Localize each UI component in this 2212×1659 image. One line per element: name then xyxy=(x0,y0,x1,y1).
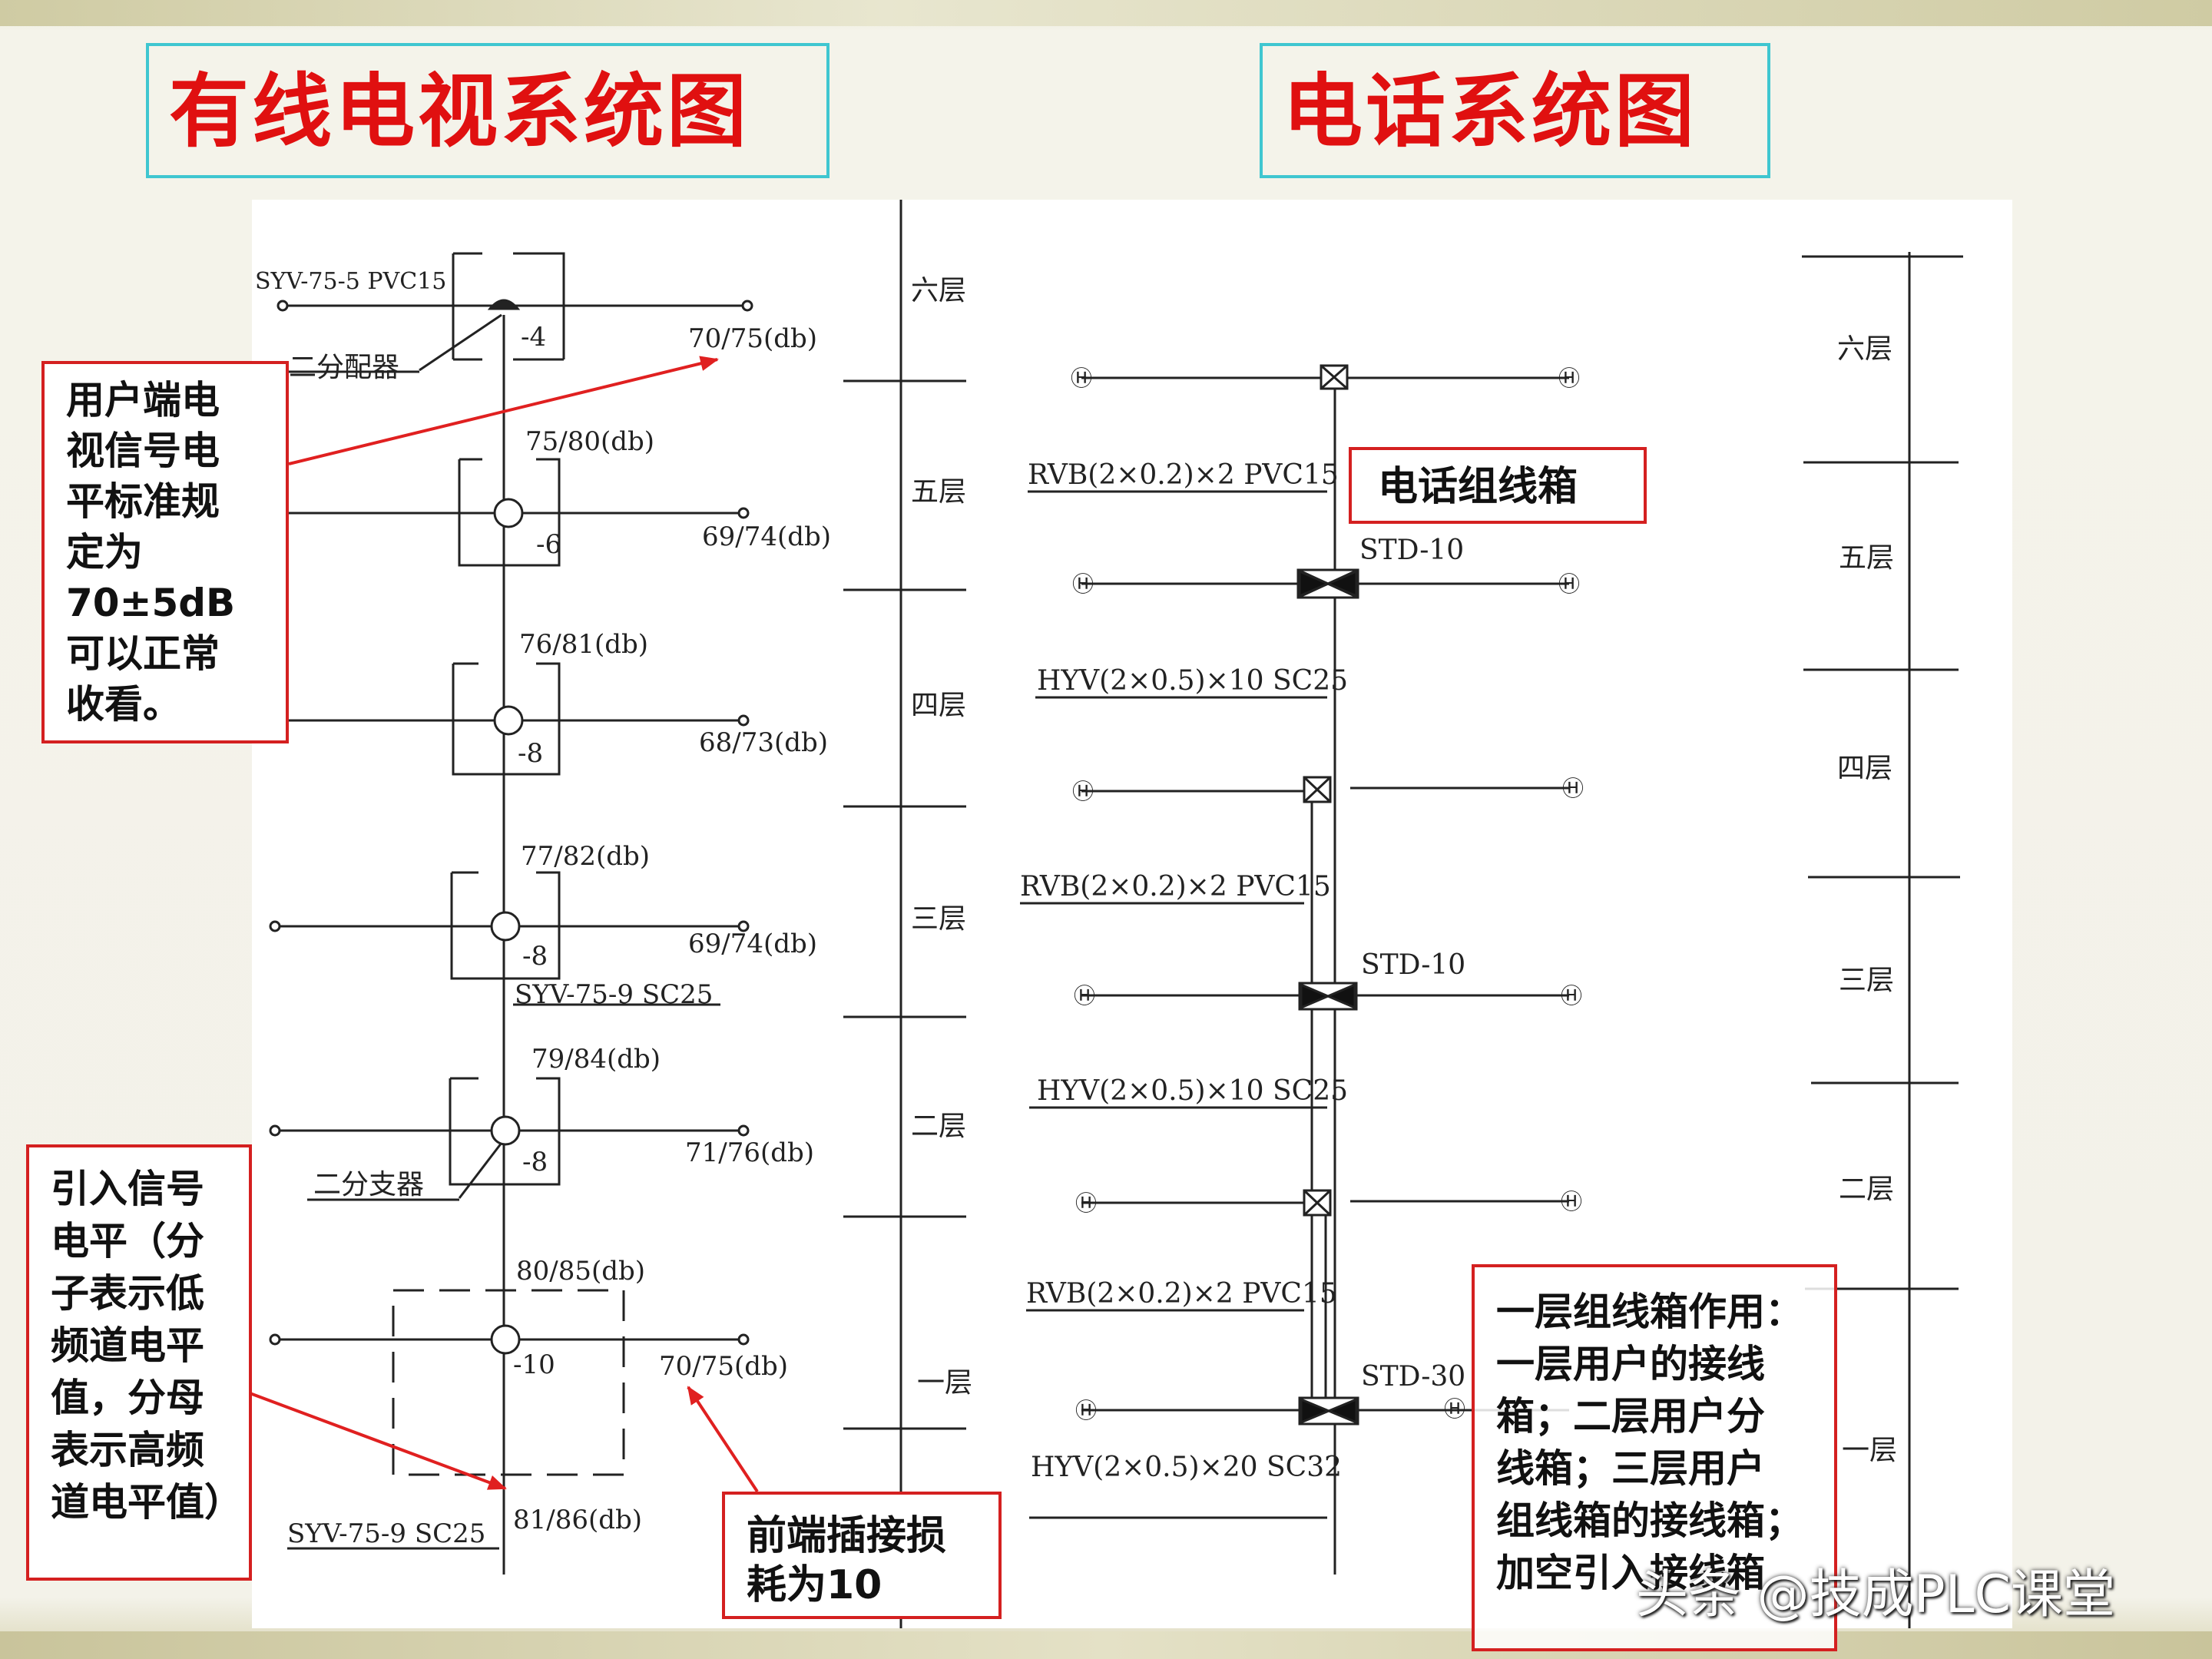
phone-rvb-label-1: RVB(2×0.2)×2 PVC15 xyxy=(1026,1278,1337,1310)
phone-floor-4-label: 四层 xyxy=(1837,753,1892,784)
callout-line: 用户端电 xyxy=(66,378,220,422)
tv-floor-ticks xyxy=(843,379,966,1430)
callout-line: 子表示低 xyxy=(51,1271,204,1316)
first-floor-callout: 一层组线箱作用： 一层用户的接线 箱；二层用户分 线箱；三层用户 组线箱的接线箱… xyxy=(1472,1264,1837,1651)
tv-mid-cable-label: SYV-75-9 SC25 xyxy=(515,979,713,1010)
phone-floor-1-label: 一层 xyxy=(1842,1435,1897,1466)
diagram-panel: SYV-75-5 PVC15 二分配器 -4 70/75(db) 75/80(d… xyxy=(252,200,2012,1628)
input-level-callout: 引入信号 电平（分 子表示低 频道电平 值，分母 表示高频 道电平值） xyxy=(26,1144,252,1581)
outlet-icon: Ⓗ xyxy=(1075,1398,1097,1423)
tv-floor4-loss: -8 xyxy=(518,738,543,769)
outlet-icon: Ⓗ xyxy=(1561,1189,1582,1214)
phone-std-label-5: STD-10 xyxy=(1359,535,1464,566)
tv-floor3-in: 77/82(db) xyxy=(521,841,650,872)
phone-floor-5-label: 五层 xyxy=(1839,542,1894,574)
phone-labels: RVB(2×0.2)×2 PVC15 STD-10 HYV(2×0.5)×10 … xyxy=(1020,333,1897,1483)
tv-floor2-in: 79/84(db) xyxy=(531,1044,661,1075)
callout-line: 箱；二层用户分 xyxy=(1496,1394,1765,1439)
top-band xyxy=(0,0,2212,26)
tv-floor-2-label: 二层 xyxy=(911,1111,966,1142)
phone-system xyxy=(1020,252,1963,1628)
tv-floor6-out: 70/75(db) xyxy=(688,323,817,354)
tv-floor6-loss: -4 xyxy=(521,322,546,353)
outlet-icon: Ⓗ xyxy=(1561,983,1582,1008)
tv-floor1-out: 70/75(db) xyxy=(659,1351,788,1382)
tv-floor2-loss: -8 xyxy=(522,1147,548,1177)
outlet-icon: Ⓗ xyxy=(1072,779,1094,804)
outlet-icon: Ⓗ xyxy=(1558,366,1580,391)
callout-line: 定为 xyxy=(66,530,143,575)
callout-line: 组线箱的接线箱； xyxy=(1496,1498,1803,1543)
splitter-symbol xyxy=(487,299,521,310)
tv-system-title: 有线电视系统图 xyxy=(146,43,830,178)
callout-line: 视信号电 xyxy=(66,429,220,473)
tv-floor-6-label: 六层 xyxy=(911,275,966,306)
callout-line: 电平（分 xyxy=(51,1219,204,1263)
tv-floor5-out: 69/74(db) xyxy=(702,522,831,552)
callout-line: 平标准规 xyxy=(66,479,220,524)
bottom-band xyxy=(0,1631,2212,1659)
tv-floor3-out: 69/74(db) xyxy=(688,929,817,959)
tv-floor1-in: 80/85(db) xyxy=(516,1256,645,1286)
callout-line: 可以正常 xyxy=(66,631,220,676)
phone-std-label-1: STD-30 xyxy=(1361,1361,1465,1392)
tv-floor-5-label: 五层 xyxy=(911,476,966,508)
phone-box-callout: 电话组线箱 xyxy=(1349,447,1647,524)
tv-floor4-out: 68/73(db) xyxy=(699,727,828,758)
phone-floor-2-label: 二层 xyxy=(1839,1174,1894,1205)
tv-floor3-loss: -8 xyxy=(522,941,548,972)
callout-line: 一层用户的接线 xyxy=(1496,1342,1765,1386)
phone-outlets: Ⓗ Ⓗ Ⓗ Ⓗ Ⓗ Ⓗ Ⓗ Ⓗ Ⓗ Ⓗ Ⓗ Ⓗ xyxy=(1071,366,1584,1423)
tv-floor-taps xyxy=(269,458,750,1550)
outlet-icon: Ⓗ xyxy=(1071,366,1092,391)
outlet-icon: Ⓗ xyxy=(1562,776,1584,801)
tv-floor-3-label: 三层 xyxy=(911,903,966,935)
insertion-loss-callout: 前端插接损 耗为10 xyxy=(722,1492,1002,1619)
phone-floor-3-label: 三层 xyxy=(1839,965,1894,996)
outlet-icon: Ⓗ xyxy=(1072,571,1094,597)
callout-line: 频道电平 xyxy=(51,1323,204,1368)
tv-floor1-loss: -10 xyxy=(513,1349,555,1380)
callout-line: 加空引入接线箱 xyxy=(1496,1551,1765,1595)
callout-line: 前端插接损 xyxy=(747,1513,947,1559)
watermark: 头条 @技成PLC课堂 xyxy=(1636,1565,2115,1625)
phone-hyv-label-4: HYV(2×0.5)×10 SC25 xyxy=(1037,665,1348,697)
splitter-leader xyxy=(419,313,502,372)
tv-floor5-loss: -6 xyxy=(536,529,561,560)
callout-line: 引入信号 xyxy=(51,1167,204,1211)
phone-floor-6-label: 六层 xyxy=(1837,333,1892,365)
callout-line: 70±5dB xyxy=(66,581,236,625)
outlet-icon: Ⓗ xyxy=(1075,1190,1097,1216)
callout-line: 表示高频 xyxy=(51,1428,204,1472)
tv-floor2-out: 71/76(db) xyxy=(685,1137,814,1168)
phone-std-label-3: STD-10 xyxy=(1361,949,1465,981)
outlet-icon: Ⓗ xyxy=(1558,571,1580,597)
tv-bottom-cable-label: SYV-75-9 SC25 xyxy=(287,1518,485,1549)
callout-line: 耗为10 xyxy=(747,1562,882,1608)
splitter-label: 二分配器 xyxy=(289,352,399,383)
phone-hyv-label-2: HYV(2×0.5)×10 SC25 xyxy=(1037,1075,1348,1107)
tv-floor-1-label: 一层 xyxy=(917,1367,972,1399)
outlet-icon: Ⓗ xyxy=(1074,983,1095,1008)
phone-system-title: 电话系统图 xyxy=(1260,43,1770,178)
tv-system xyxy=(269,200,966,1628)
tv-floor-4-label: 四层 xyxy=(911,690,966,721)
tv-labels: SYV-75-5 PVC15 二分配器 -4 70/75(db) 75/80(d… xyxy=(255,268,972,1549)
phone-rvb-label-5: RVB(2×0.2)×2 PVC15 xyxy=(1028,459,1339,491)
phone-rvb-label-3: RVB(2×0.2)×2 PVC15 xyxy=(1020,871,1331,902)
tv-top-cable-label: SYV-75-5 PVC15 xyxy=(255,268,446,295)
callout-line: 值，分母 xyxy=(51,1376,204,1420)
branch-label: 二分支器 xyxy=(313,1169,424,1200)
tv-floor4-in: 76/81(db) xyxy=(519,629,648,660)
tv-floor5-in: 75/80(db) xyxy=(525,426,654,457)
phone-hyv-label-1: HYV(2×0.5)×20 SC32 xyxy=(1031,1452,1342,1483)
system-diagram: SYV-75-5 PVC15 二分配器 -4 70/75(db) 75/80(d… xyxy=(255,200,1963,1628)
outlet-icon: Ⓗ xyxy=(1444,1396,1465,1422)
user-level-callout: 用户端电 视信号电 平标准规 定为 70±5dB 可以正常 收看。 xyxy=(41,361,289,743)
callout-line: 道电平值） xyxy=(51,1480,243,1525)
tv-input-level: 81/86(db) xyxy=(513,1505,642,1535)
callout-line: 线箱；三层用户 xyxy=(1496,1446,1765,1491)
callout-line: 收看。 xyxy=(66,682,181,727)
callout-line: 一层组线箱作用： xyxy=(1496,1290,1803,1334)
